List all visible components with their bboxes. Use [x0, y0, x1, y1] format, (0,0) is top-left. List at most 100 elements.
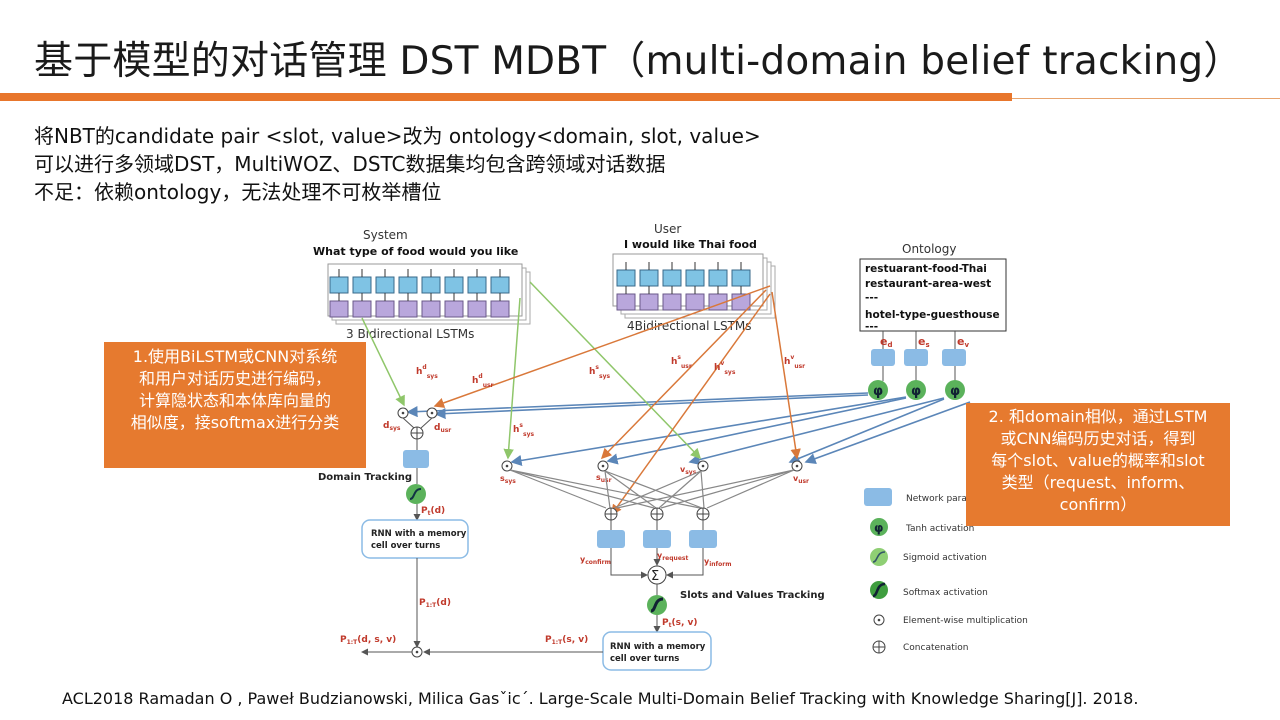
lstm-cell — [329, 300, 349, 318]
domain-tracking-label: Domain Tracking — [318, 472, 412, 483]
lstm-cell — [490, 276, 510, 294]
svg-text:φ: φ — [950, 384, 960, 399]
svg-text:Σ: Σ — [651, 569, 659, 584]
svg-text:yrequest: yrequest — [657, 551, 688, 562]
svg-text:yinform: yinform — [704, 557, 732, 568]
svg-text:yconfirm: yconfirm — [580, 555, 611, 566]
svg-text:vsys: vsys — [680, 465, 697, 476]
svg-text:P1:T(s, v): P1:T(s, v) — [545, 635, 588, 646]
system-encoder: System What type of food would you like … — [313, 228, 531, 341]
user-lstm-caption: 4Bidirectional LSTMs — [627, 319, 752, 333]
svg-text:cell over turns: cell over turns — [610, 654, 679, 664]
lstm-cell — [662, 293, 682, 311]
lstm-cell — [352, 276, 372, 294]
tanh-activation-node — [906, 380, 926, 400]
lstm-cell — [421, 276, 441, 294]
lstm-cell — [421, 300, 441, 318]
user-hidden-edges — [433, 285, 801, 516]
system-utterance: What type of food would you like — [313, 245, 518, 258]
svg-text:hvsys: hvsys — [714, 360, 736, 376]
svg-text:P1:T(d): P1:T(d) — [419, 598, 451, 609]
bullet-line: 不足：依赖ontology，无法处理不可枚举槽位 — [34, 180, 442, 204]
lstm-cell — [616, 293, 636, 311]
concat-node — [696, 507, 710, 521]
ontology-item: hotel-type-guesthouse — [865, 309, 1000, 321]
system-lstm-caption: 3 Bidirectional LSTMs — [346, 327, 474, 341]
svg-text:P1:T(d, s, v): P1:T(d, s, v) — [340, 635, 396, 646]
lstm-cell — [467, 276, 487, 294]
lstm-cell — [398, 276, 418, 294]
svg-text:φ: φ — [911, 384, 921, 399]
svg-text:hdusr: hdusr — [472, 373, 494, 389]
tanh-icon — [870, 518, 888, 536]
softmax-icon — [870, 581, 888, 599]
lstm-cell — [685, 293, 705, 311]
svg-text:es: es — [918, 335, 930, 349]
svg-text:RNN with a memory: RNN with a memory — [371, 529, 467, 539]
annotation-domain-encoding: 1.使用BiLSTM或CNN对系统 和用户对话历史进行编码， 计算隐状态和本体库… — [104, 342, 366, 468]
lstm-cell — [616, 269, 636, 287]
bullet-line: 可以进行多领域DST，MultiWOZ、DSTC数据集均包含跨领域对话数据 — [34, 152, 666, 176]
title-underline — [0, 93, 1012, 101]
network-param-block — [904, 349, 928, 366]
lstm-cell — [375, 300, 395, 318]
lstm-cell — [444, 300, 464, 318]
svg-text:cell over turns: cell over turns — [371, 541, 440, 551]
hidden-state-labels: hdsys hdusr hssys hsusr hvsys hvusr hssy… — [416, 354, 805, 438]
svg-text:vusr: vusr — [793, 474, 809, 485]
lstm-cell — [708, 269, 728, 287]
svg-text:hvusr: hvusr — [784, 354, 805, 370]
user-utterance: I would like Thai food — [624, 238, 757, 251]
network-param-block — [871, 349, 895, 366]
tanh-activation-node — [868, 380, 888, 400]
svg-text:φ: φ — [873, 384, 883, 399]
svg-text:hssys: hssys — [589, 364, 610, 380]
network-param-icon — [864, 488, 892, 506]
bullet-line: 将NBT的candidate pair <slot, value>改为 onto… — [34, 124, 761, 148]
ontology-item: --- — [865, 321, 878, 333]
svg-text:Pt(s, v): Pt(s, v) — [662, 618, 698, 629]
system-label: System — [363, 228, 408, 242]
lstm-cell — [352, 300, 372, 318]
svg-text:dsys: dsys — [383, 421, 401, 432]
sigmoid-icon — [870, 548, 888, 566]
lstm-cell — [639, 293, 659, 311]
user-label: User — [654, 222, 681, 236]
svg-text:hdsys: hdsys — [416, 364, 438, 380]
ontology-item: restaurant-area-west — [865, 278, 991, 290]
svg-text:ssys: ssys — [500, 474, 516, 485]
annotation-slot-value-encoding: 2. 和domain相似，通过LSTM 或CNN编码历史对话，得到 每个slot… — [966, 403, 1230, 526]
svg-text:hssys: hssys — [513, 422, 534, 438]
legend-label: Element-wise multiplication — [903, 616, 1028, 626]
legend-label: Sigmoid activation — [903, 553, 987, 563]
lstm-cell — [490, 300, 510, 318]
network-param-block — [942, 349, 966, 366]
lstm-cell — [731, 269, 751, 287]
concat-node — [650, 507, 664, 521]
svg-text:ed: ed — [880, 335, 892, 349]
legend-label: Network para — [906, 494, 967, 504]
ontology-label: Ontology — [902, 242, 957, 256]
svg-text:ev: ev — [957, 335, 969, 349]
slots-values-tracking-label: Slots and Values Tracking — [680, 590, 825, 601]
lstm-cell — [444, 276, 464, 294]
lstm-cell — [467, 300, 487, 318]
embedding-label: e — [918, 335, 925, 348]
ontology-item: restuarant-food-Thai — [865, 263, 987, 275]
ontology-edges — [406, 392, 971, 466]
title-underline-thin — [1012, 98, 1280, 99]
concat-node — [604, 507, 618, 521]
legend-label: Concatenation — [903, 643, 968, 653]
ontology-item: --- — [865, 292, 878, 304]
svg-text:φ: φ — [874, 521, 883, 535]
svg-text:RNN with a memory: RNN with a memory — [610, 642, 706, 652]
embedding-label: e — [880, 335, 887, 348]
svg-text:hsusr: hsusr — [671, 354, 692, 370]
lstm-cell — [639, 269, 659, 287]
user-encoder: User I would like Thai food 4Bidirection… — [612, 222, 776, 333]
slot-value-tracking-branch: ssys susr vsys vusr — [423, 460, 825, 671]
diagram-legend: Network para φ Tanh activation Sigmoid a… — [864, 488, 1028, 654]
svg-text:Pt(d): Pt(d) — [421, 506, 445, 517]
bullet-list: 将NBT的candidate pair <slot, value>改为 onto… — [34, 122, 761, 206]
